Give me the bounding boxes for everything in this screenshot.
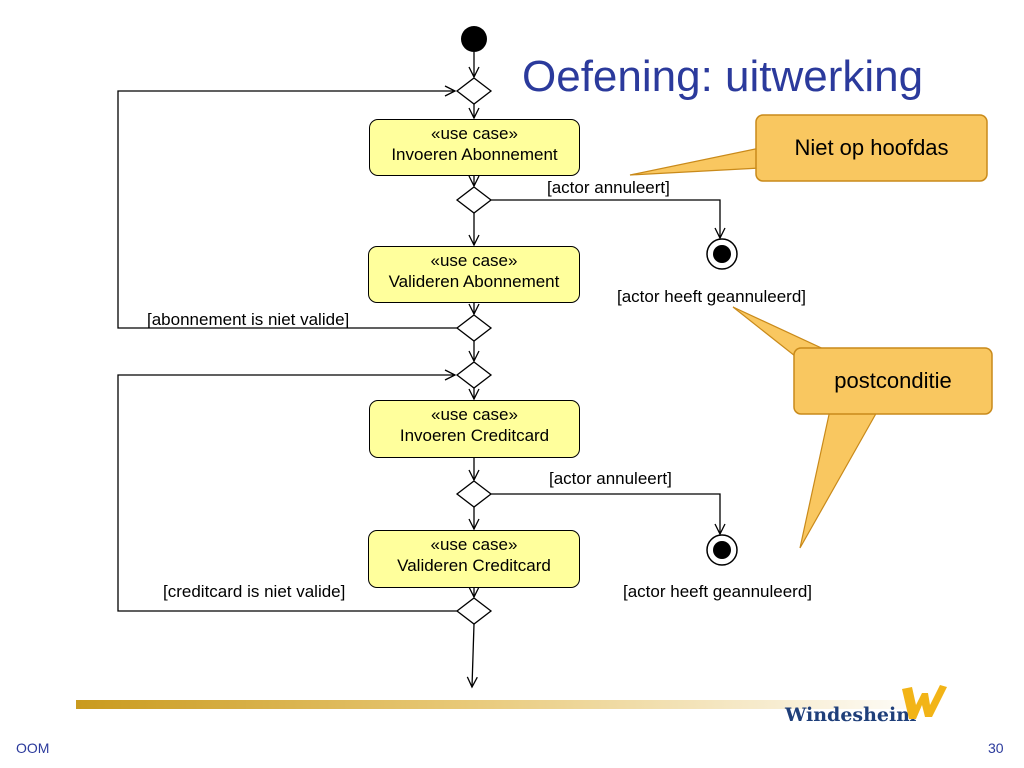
flow-edge-cancel — [491, 493, 726, 536]
guard-actor-cancels: [actor annuleert] — [549, 469, 672, 488]
final-node-core — [713, 541, 731, 559]
callout-not-main-flow-box — [755, 114, 988, 182]
guard-creditcard-invalid: [creditcard is niet valide] — [163, 582, 346, 601]
guard-actor-cancels: [actor annuleert] — [547, 178, 670, 197]
use-case-stereotype: «use case» — [431, 124, 518, 143]
guard-actor-cancelled: [actor heeft geannuleerd] — [617, 287, 807, 306]
windesheim-logo-icon — [902, 685, 947, 719]
flow-edge-cancel — [491, 199, 726, 240]
use-case-stereotype: «use case» — [431, 405, 518, 424]
use-case-name: Invoeren Abonnement — [391, 145, 558, 164]
decision-node — [455, 597, 493, 625]
flow-edge-loop-back — [117, 85, 457, 329]
brand-name: Windesheim — [785, 704, 917, 726]
use-case-stereotype: «use case» — [430, 535, 518, 554]
use-case-name: Invoeren Creditcard — [399, 426, 550, 445]
use-case-stereotype: «use case» — [430, 251, 518, 270]
page-number: 30 — [988, 740, 1004, 756]
guard-actor-cancelled: [actor heeft geannuleerd] — [623, 582, 813, 601]
merge-node — [455, 361, 493, 389]
flow-edge-exit — [466, 623, 478, 689]
use-case-valideren-abonnement: «use case» Valideren Abonnement — [368, 246, 580, 303]
callout-postcondition: postconditie — [834, 368, 952, 393]
decision-node — [455, 314, 493, 342]
use-case-valideren-creditcard: «use case» Valideren Creditcard — [368, 530, 580, 588]
footer-bar — [76, 700, 938, 709]
use-case-name: Valideren Abonnement — [388, 272, 560, 291]
final-node-core — [713, 245, 731, 263]
footer-course-label: OOM — [16, 740, 50, 756]
decision-node — [455, 186, 493, 214]
callout-postcondition-pointer-lower — [799, 409, 880, 549]
callout-not-main-flow-pointer — [629, 147, 761, 176]
initial-node — [461, 26, 487, 52]
callout-postcondition-box — [793, 347, 993, 415]
use-case-name: Valideren Creditcard — [397, 556, 551, 575]
use-case-invoeren-abonnement: «use case» Invoeren Abonnement — [369, 119, 580, 176]
use-case-invoeren-creditcard: «use case» Invoeren Creditcard — [369, 400, 580, 458]
callout-not-main-flow: Niet op hoofdas — [794, 135, 949, 160]
decision-node — [455, 480, 493, 508]
flow-edge-loop-back — [117, 369, 457, 612]
merge-node — [455, 77, 493, 105]
guard-subscription-invalid: [abonnement is niet valide] — [147, 310, 350, 329]
slide-title: Oefening: uitwerking — [522, 52, 924, 101]
